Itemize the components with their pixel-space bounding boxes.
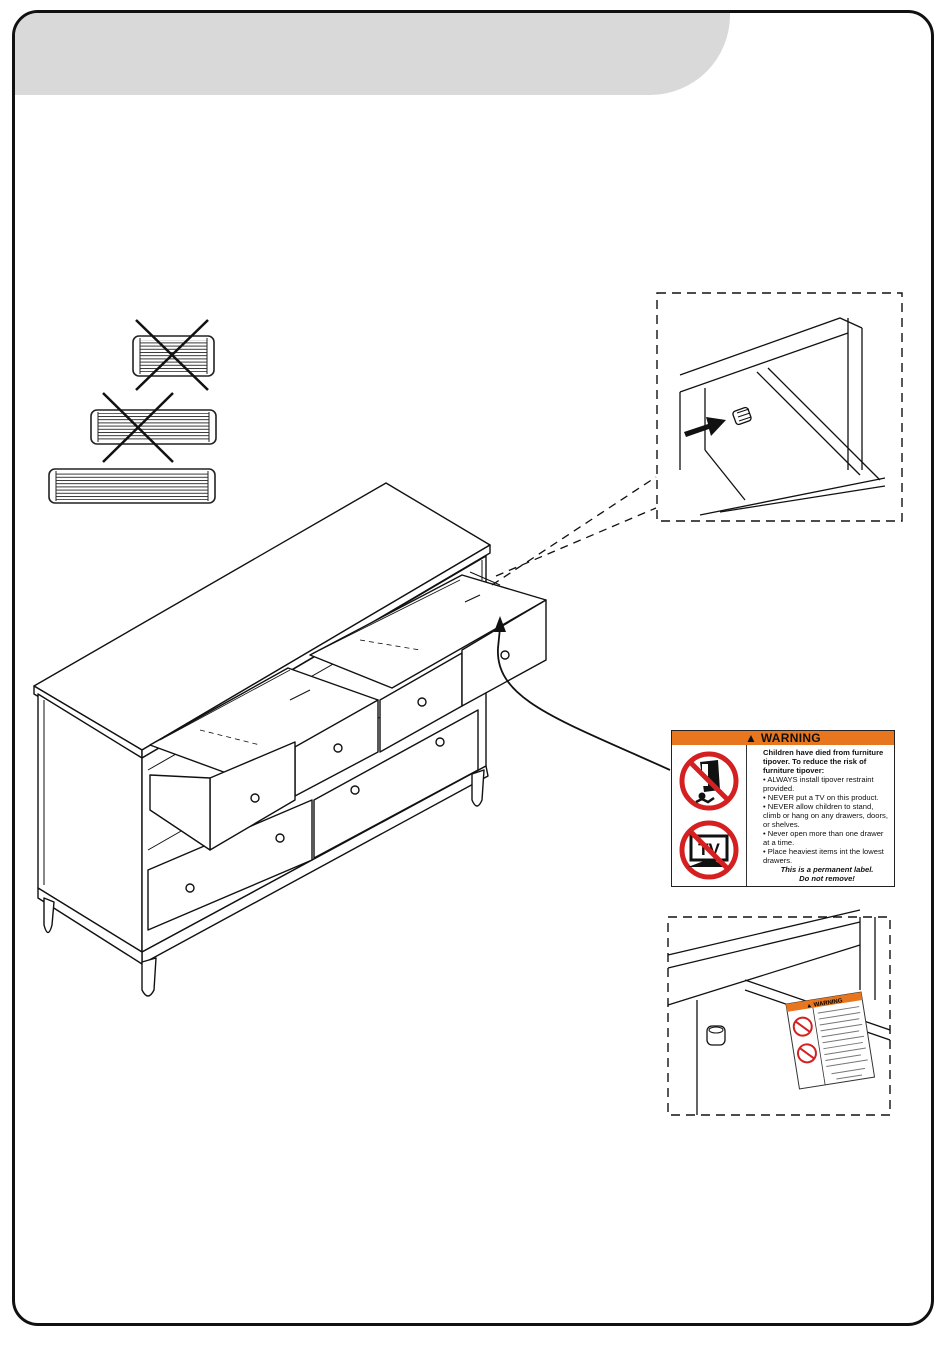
warning-footer-1: This is a permanent label. xyxy=(780,865,874,874)
no-tipover-icon xyxy=(679,751,739,811)
arrow-icon xyxy=(684,417,726,437)
warning-label: ▲ WARNING TV Children have died from fur… xyxy=(671,730,895,887)
peg-icon xyxy=(706,1025,726,1046)
mini-warning-heading: ▲ WARNING xyxy=(806,998,843,1010)
peg-icon xyxy=(732,406,752,426)
dresser-drawing xyxy=(33,482,547,997)
label-placement-arrow xyxy=(497,627,671,771)
header-band xyxy=(15,13,730,95)
detail-restraint-peg xyxy=(656,292,903,522)
leader-line xyxy=(495,507,657,577)
warning-bullet: NEVER allow children to stand, climb or … xyxy=(763,802,888,829)
warning-heading: ▲ WARNING xyxy=(672,731,894,745)
arrow-icon xyxy=(494,616,506,632)
dowel-medium xyxy=(90,409,217,445)
page-frame xyxy=(12,10,934,1326)
detail-label-placement: ▲ WARNING xyxy=(667,909,891,1116)
cross-mark-icon xyxy=(135,319,209,391)
dowel-long-correct xyxy=(48,468,216,504)
warning-bullet: NEVER put a TV on this product. xyxy=(767,793,879,802)
leader-line xyxy=(491,476,657,586)
warning-bullet: Place heaviest items int the lowest draw… xyxy=(763,847,884,865)
warning-intro: Children have died from furniture tipove… xyxy=(763,748,884,775)
no-tv-icon: TV xyxy=(679,820,739,880)
warning-text: Children have died from furniture tipove… xyxy=(747,745,894,886)
warning-bullet: Never open more than one drawer at a tim… xyxy=(763,829,884,847)
warning-bullet: ALWAYS install tipover restraint provide… xyxy=(763,775,874,793)
mini-warning-label: ▲ WARNING xyxy=(785,991,876,1090)
warning-footer-2: Do not remove! xyxy=(799,874,855,883)
cross-mark-icon xyxy=(102,392,174,463)
